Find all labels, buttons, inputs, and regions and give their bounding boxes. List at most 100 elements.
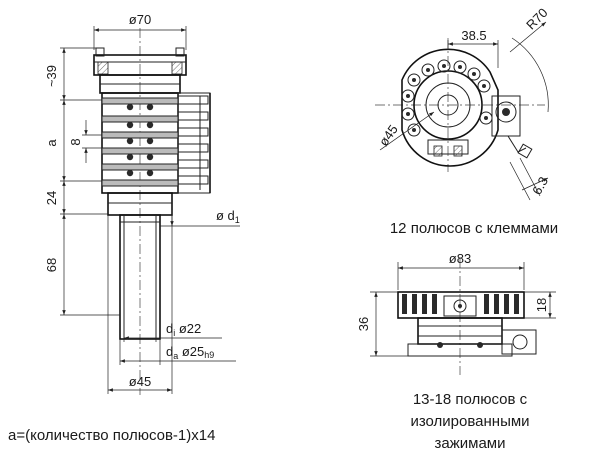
brush-1 (177, 95, 209, 105)
brush-2 (177, 111, 209, 121)
brush-3 (177, 127, 209, 137)
terminal-screws (401, 59, 493, 137)
clamp-fin (412, 294, 417, 314)
contact (477, 342, 483, 348)
dim-r70: R70 (523, 5, 550, 32)
contact (146, 137, 154, 145)
side-bracket (501, 329, 537, 355)
flange-pin-right (175, 47, 185, 57)
ring-5 (101, 163, 179, 171)
caption-formula: a=(количество полюсов-1)x14 (8, 427, 215, 444)
contact (126, 103, 134, 111)
dim-68: 68 (44, 258, 59, 272)
screw-head (442, 64, 446, 68)
dim-36: 36 (356, 317, 371, 331)
brush-4 (177, 143, 209, 153)
screw (477, 79, 491, 93)
clamp-fin (402, 294, 407, 314)
flange-pin-left (95, 47, 105, 57)
screw (401, 89, 415, 103)
clamp-fin (422, 294, 427, 314)
brush-5 (177, 159, 209, 169)
clamp-fin (432, 294, 437, 314)
brush-arm-pivot (495, 101, 517, 123)
ring-inner (437, 94, 459, 116)
dim-24: 24 (44, 191, 59, 205)
screw-head (412, 128, 416, 132)
brush-holder (177, 92, 211, 194)
dim-38-5: 38.5 (461, 28, 486, 43)
caption-13-18-line3: зажимами (435, 435, 506, 452)
top-view-12-poles: 38.5 R70 ø45 6.3 (375, 5, 551, 201)
center-block (443, 295, 477, 317)
isolated-clamps (402, 294, 519, 314)
contact (126, 137, 134, 145)
center-screw (453, 299, 467, 313)
housing-outline (401, 48, 499, 167)
screw-head (406, 94, 410, 98)
screw (453, 60, 467, 74)
screw-head (472, 72, 476, 76)
screw (401, 107, 415, 121)
screw-head (412, 78, 416, 82)
ring-6 (101, 179, 179, 187)
screw-head (458, 65, 462, 69)
ext-line (519, 157, 541, 197)
dim-bottom-dia: ø45 (129, 374, 151, 389)
clamp-fin (514, 294, 519, 314)
screw-head (426, 68, 430, 72)
bottom-lug (427, 139, 469, 155)
dim-6-3: 6.3 (529, 174, 551, 197)
dim-h39: ~39 (44, 65, 59, 87)
leader-r70 (509, 21, 547, 53)
caption-12-poles: 12 полюсов с клеммами (390, 220, 558, 237)
clamp-fin (494, 294, 499, 314)
screw (437, 59, 451, 73)
lug-bolt (453, 145, 463, 157)
clamp-fin (504, 294, 509, 314)
contact (146, 169, 154, 177)
ring-3 (101, 131, 179, 139)
dim-d83: ø83 (449, 251, 471, 266)
brush-arm-link (507, 135, 527, 153)
contact (146, 103, 154, 111)
arc-r70 (511, 37, 549, 113)
side-view-13-18-poles: ø83 36 18 (356, 251, 556, 375)
contact (126, 169, 134, 177)
leader-d45 (379, 111, 435, 151)
flange-bolt-left (97, 61, 109, 75)
screw-head (406, 112, 410, 116)
dim-di: di ø22 (166, 321, 201, 338)
dim-d45: ø45 (376, 122, 401, 149)
ring-45 (425, 82, 471, 128)
dim-8: 8 (68, 138, 83, 145)
dim-line-6-3 (521, 177, 549, 191)
contact (437, 342, 443, 348)
caption-13-18-line2: изолированными (410, 413, 529, 430)
dim-da: da ø25h9 (166, 344, 214, 361)
side-view: ø70 ~39 a 24 68 8 ø d1 di ø22 (44, 12, 240, 395)
base-ring (407, 343, 513, 357)
bracket-pivot (512, 334, 528, 350)
caption-13-18-line1: 13-18 полюсов с (413, 391, 528, 408)
brush-arm (491, 95, 521, 137)
screw (467, 67, 481, 81)
brush-6 (177, 175, 209, 185)
ring-2 (101, 115, 179, 123)
dim-a: a (44, 139, 59, 147)
shaft (119, 214, 161, 340)
screw (407, 73, 421, 87)
clamp-fin (484, 294, 489, 314)
screw-head (482, 84, 486, 88)
brush-arm-pin (502, 108, 510, 116)
contact (126, 153, 134, 161)
flange-bolt-right (171, 61, 183, 75)
ring-4 (101, 147, 179, 155)
screw-head (484, 116, 488, 120)
contact (126, 121, 134, 129)
screw (421, 63, 435, 77)
dim-d1: ø d1 (216, 208, 240, 225)
dim-top-dia: ø70 (129, 12, 151, 27)
brush-arm-tip (517, 143, 533, 159)
